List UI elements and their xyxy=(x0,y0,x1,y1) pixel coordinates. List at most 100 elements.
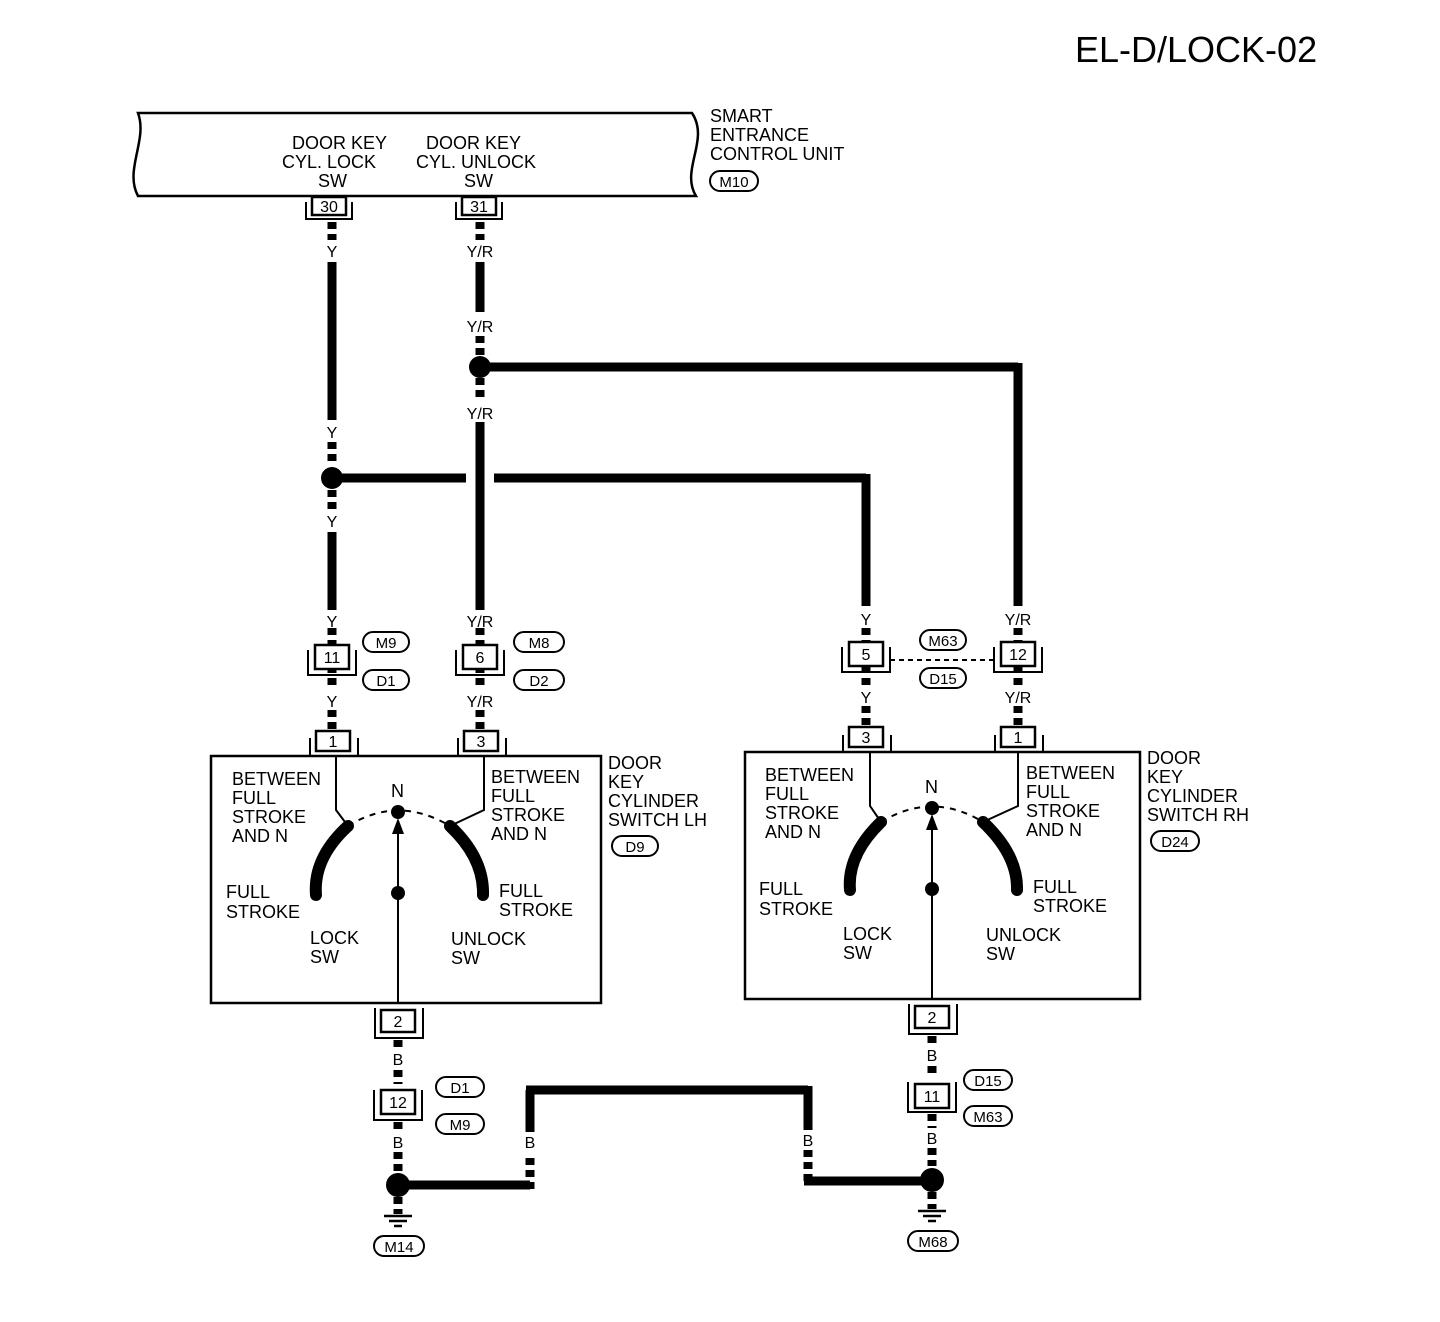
rh-lock-between-line3: STROKE xyxy=(765,803,839,823)
lh-unlock-full-line2: STROKE xyxy=(499,900,573,920)
cu-unlock-sw-line1: DOOR KEY xyxy=(426,133,521,153)
wire-label-b-2: B xyxy=(393,1135,404,1152)
tag-right-ground-lower xyxy=(963,1105,1013,1127)
pin-lh-2-label: 2 xyxy=(394,1014,403,1031)
switch-lh-connector-tag xyxy=(611,835,659,857)
lh-lock-full-line2: STROKE xyxy=(226,902,300,922)
connector-right-yr xyxy=(993,640,1043,673)
wire-label-y-5: Y xyxy=(327,694,338,711)
cu-lock-sw-line1: DOOR KEY xyxy=(292,133,387,153)
pin-31-connector xyxy=(455,195,503,220)
switch-rh-name-line3: CYLINDER xyxy=(1147,786,1238,806)
connector-left-ground-pin: 12 xyxy=(389,1095,407,1112)
diagram-title: EL-D/LOCK-02 xyxy=(1075,29,1317,70)
switch-rh-name-line1: DOOR xyxy=(1147,748,1201,768)
rh-unlock-between-line4: AND N xyxy=(1026,820,1082,840)
switch-rh-name-line2: KEY xyxy=(1147,767,1183,787)
wire-label-yr-2: Y/R xyxy=(467,319,494,336)
cu-name-line3: CONTROL UNIT xyxy=(710,144,844,164)
tag-left-yr-lower xyxy=(513,669,565,691)
pin-31-label: 31 xyxy=(470,199,488,216)
cu-lock-sw-line3: SW xyxy=(318,171,347,191)
connector-right-yr-pin: 12 xyxy=(1009,647,1027,664)
wire-label-y-6: Y xyxy=(861,612,872,629)
rh-unlock-full-line2: STROKE xyxy=(1033,896,1107,916)
ground-right-label: M68 xyxy=(918,1234,947,1251)
control-unit-body xyxy=(132,111,700,198)
lh-lock-between-line3: STROKE xyxy=(232,807,306,827)
pin-rh-1-label: 1 xyxy=(1014,730,1023,747)
tag-left-y-upper xyxy=(362,631,410,653)
wire-label-b-3: B xyxy=(525,1135,536,1152)
lh-lock-between-line2: FULL xyxy=(232,788,276,808)
tag-left-ground-lower xyxy=(435,1113,485,1135)
switch-lh-name-line3: CYLINDER xyxy=(608,791,699,811)
wire-label-y-2: Y xyxy=(327,425,338,442)
lh-lock-sw-line1: LOCK xyxy=(310,928,359,948)
wire-label-b-1: B xyxy=(393,1052,404,1069)
rh-unlock-full-line1: FULL xyxy=(1033,877,1077,897)
cu-unlock-sw-line2: CYL. UNLOCK xyxy=(416,152,536,172)
switch-lh-connector-label: D9 xyxy=(625,839,644,856)
connector-left-yr xyxy=(455,643,505,676)
junction-yr xyxy=(469,356,491,378)
pin-30-connector xyxy=(305,195,353,220)
pin-lh-1-label: 1 xyxy=(329,734,338,751)
switch-rh-box xyxy=(743,750,1142,1001)
ground-right-tag xyxy=(907,1230,959,1252)
tag-left-y-upper-label: M9 xyxy=(376,635,397,652)
cu-name-line2: ENTRANCE xyxy=(710,125,809,145)
wire-label-yr-3: Y/R xyxy=(467,406,494,423)
pin-rh-3-label: 3 xyxy=(862,730,871,747)
junction-y xyxy=(321,467,343,489)
connector-left-y xyxy=(307,643,357,676)
pin-30-label: 30 xyxy=(320,199,338,216)
ground-left-tag xyxy=(373,1235,425,1257)
tag-right-pair-lower-label: D15 xyxy=(929,671,957,688)
tag-left-ground-upper-label: D1 xyxy=(450,1080,469,1097)
rh-unlock-between-line1: BETWEEN xyxy=(1026,763,1115,783)
lh-unlock-between-line3: STROKE xyxy=(491,805,565,825)
wire-label-y-4: Y xyxy=(327,614,338,631)
tag-left-ground-lower-label: M9 xyxy=(450,1117,471,1134)
rh-lock-between-line1: BETWEEN xyxy=(765,765,854,785)
cu-connector-tag xyxy=(709,170,759,192)
wire-y-branch-rh xyxy=(340,473,871,728)
cu-unlock-sw-line3: SW xyxy=(464,171,493,191)
tag-left-y-lower-label: D1 xyxy=(376,673,395,690)
pin-rh-2-label: 2 xyxy=(928,1010,937,1027)
wire-label-b-5: B xyxy=(927,1048,938,1065)
tag-left-ground-upper xyxy=(435,1076,485,1098)
cu-connector-label: M10 xyxy=(719,174,748,191)
lh-unlock-between-line4: AND N xyxy=(491,824,547,844)
connector-left-ground xyxy=(373,1088,423,1121)
tag-left-y-lower xyxy=(362,669,410,691)
tag-right-ground-upper xyxy=(963,1069,1013,1091)
wire-label-yr-4: Y/R xyxy=(467,614,494,631)
connector-left-yr-pin: 6 xyxy=(476,650,485,667)
wire-label-y-3: Y xyxy=(327,514,338,531)
lh-neutral-label: N xyxy=(391,781,404,801)
tag-left-yr-upper-label: M8 xyxy=(529,635,550,652)
switch-lh-name-line1: DOOR xyxy=(608,753,662,773)
switch-rh-connector-tag xyxy=(1150,830,1200,852)
tag-right-pair-lower xyxy=(919,667,967,689)
tag-right-pair-upper-label: M63 xyxy=(928,633,957,650)
wire-label-y-1: Y xyxy=(327,244,338,261)
lh-lock-full-line1: FULL xyxy=(226,882,270,902)
rh-lock-between-line2: FULL xyxy=(765,784,809,804)
connector-right-ground xyxy=(907,1082,957,1113)
wire-label-b-4: B xyxy=(803,1133,814,1150)
lh-unlock-between-line1: BETWEEN xyxy=(491,767,580,787)
ground-left-label: M14 xyxy=(384,1239,413,1256)
rh-lock-full-line2: STROKE xyxy=(759,899,833,919)
lh-unlock-full-line1: FULL xyxy=(499,881,543,901)
switch-lh-name-line2: KEY xyxy=(608,772,644,792)
switch-rh-name-line4: SWITCH RH xyxy=(1147,805,1249,825)
pin-rh-2-connector xyxy=(908,1004,958,1035)
switch-lh-box xyxy=(209,754,603,1005)
lh-unlock-sw-line2: SW xyxy=(451,948,480,968)
tag-left-yr-lower-label: D2 xyxy=(529,673,548,690)
wire-label-yr-6: Y/R xyxy=(1005,612,1032,629)
